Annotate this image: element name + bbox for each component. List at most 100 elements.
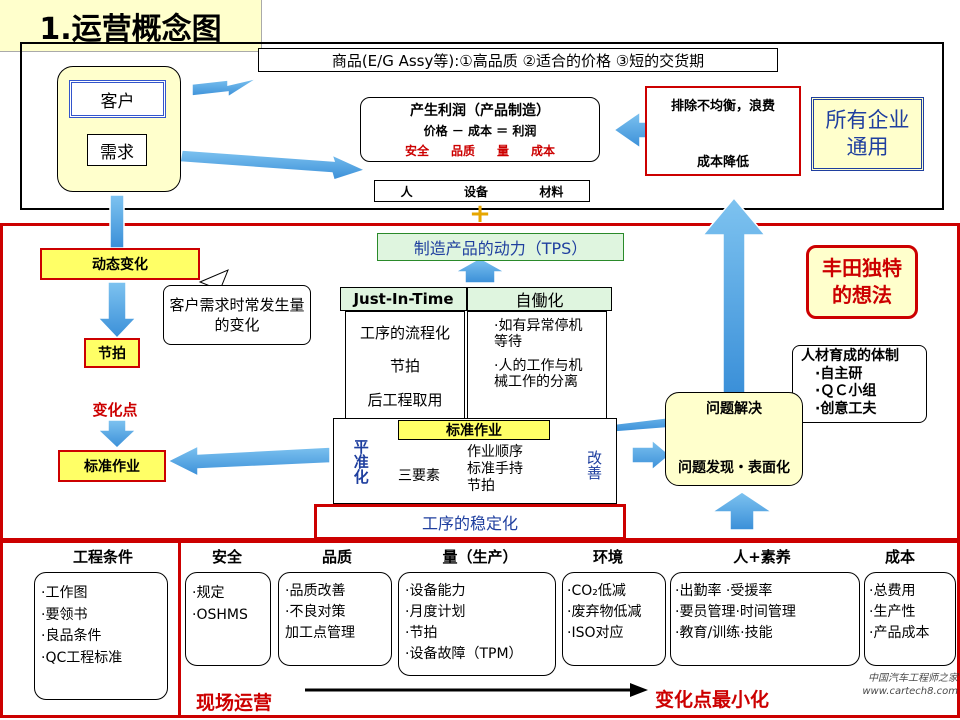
volume-item-capacity: ·设备能力	[405, 583, 466, 599]
all-companies: 所有企业通用	[811, 97, 924, 171]
hr-title: 人材育成的体制	[801, 348, 899, 364]
cost-item-total: ·总费用	[869, 583, 916, 599]
env-box: ·CO₂低减 ·废弃物低减 ·ISO对应	[562, 572, 666, 666]
quality-item-defect: ·不良对策	[285, 604, 346, 620]
imbalance-top: 排除不均衡，浪费	[670, 98, 775, 114]
jidoka-item-stop: ·如有异常停机等待	[494, 318, 583, 351]
footer-right: 变化点最小化	[655, 689, 770, 711]
bottom-frame	[0, 540, 960, 718]
eng-item-manual: ·要领书	[41, 606, 88, 623]
three-elements: 三要素	[398, 468, 440, 484]
footer-arrow-head	[630, 683, 648, 697]
element-sequence: 作业顺序	[467, 444, 523, 460]
eng-item-conditions: ·良品条件	[41, 628, 102, 645]
jit-item-flow: 工序的流程化	[359, 324, 450, 343]
resource-material: 材料	[539, 184, 564, 199]
people-item-staff: ·要员管理·时间管理	[675, 604, 796, 620]
volume-box: ·设备能力 ·月度计划 ·节拍 ·设备故障（TPM）	[398, 572, 556, 676]
profit-item-volume: 量	[497, 144, 510, 158]
profit-items: 安全 品质 量 成本	[405, 142, 555, 159]
element-wip: 标准手持	[467, 460, 523, 477]
hr-item-idea: ·创意工夫	[815, 400, 877, 417]
imbalance-block	[645, 86, 801, 176]
volume-item-takt: ·节拍	[405, 625, 438, 641]
arrow-to-problem	[631, 438, 672, 472]
profit-title: 产生利润（产品制造）	[410, 103, 550, 119]
safety-item-oshms: ·OSHMS	[192, 606, 248, 623]
people-box: ·出勤率 ·受援率 ·要员管理·时间管理 ·教育/训练·技能	[670, 572, 860, 666]
env-item-iso: ·ISO对应	[567, 625, 624, 641]
jit-header: Just-In-Time	[340, 287, 467, 311]
resource-people: 人	[400, 184, 413, 199]
std-block-header: 标准作业	[398, 420, 550, 440]
arrow-bottom-up	[709, 491, 775, 531]
plus-sign: +	[469, 199, 491, 229]
arrow-to-stdwork	[96, 419, 138, 450]
takt-box: 节拍	[84, 338, 140, 368]
people-title: 人+素养	[733, 547, 791, 566]
quality-title: 品质	[321, 547, 352, 566]
safety-box: ·规定 ·OSHMS	[185, 572, 271, 666]
engineering-box: ·工作图 ·要领书 ·良品条件 ·QC工程标准	[34, 572, 168, 700]
eng-item-qc: ·QC工程标准	[41, 650, 123, 667]
arrow-to-std-work	[166, 444, 331, 478]
change-point: 变化点	[92, 400, 138, 419]
safety-item-rules: ·规定	[192, 585, 225, 601]
cost-box: ·总费用 ·生产性 ·产品成本	[864, 572, 956, 666]
std-work-box: 标准作业	[58, 450, 166, 482]
footer-left: 现场运营	[196, 692, 273, 714]
page-title: 1.运营概念图	[39, 11, 222, 47]
arrow-right-up	[701, 196, 767, 396]
volume-item-tpm: ·设备故障（TPM）	[405, 646, 523, 662]
arrow-customer-down	[109, 194, 125, 249]
imbalance-bottom: 成本降低	[696, 154, 749, 170]
hr-box: 人材育成的体制 ·自主研 ·ＱＣ小组 ·创意工夫	[792, 345, 927, 423]
profit-block: 产生利润（产品制造） 价格 － 成本 ＝ 利润 安全 品质 量 成本	[360, 97, 600, 162]
bottom-divider	[178, 540, 181, 718]
quality-item-point: 加工点管理	[285, 625, 355, 641]
safety-title: 安全	[211, 547, 242, 566]
watermark: 中国汽车工程师之家 www.cartech8.com	[862, 673, 958, 697]
kaizen-label: 改善	[585, 450, 603, 480]
cost-title: 成本	[884, 547, 915, 566]
customer-label: 客户	[69, 80, 166, 118]
problem-solving: 问题解决	[706, 401, 762, 417]
profit-item-cost: 成本	[531, 144, 556, 158]
profit-formula: 价格 － 成本 ＝ 利润	[423, 124, 537, 138]
leveling-label: 平准化	[351, 438, 370, 484]
arrow-to-takt	[96, 281, 138, 340]
product-banner: 商品(E/G Assy等):①高品质 ②适合的价格 ③短的交货期	[258, 48, 778, 72]
process-stability: 工序的稳定化	[314, 504, 626, 540]
eng-item-drawing: ·工作图	[41, 585, 88, 601]
engineering-title: 工程条件	[72, 547, 133, 566]
jit-item-pull: 后工程取用	[367, 390, 443, 409]
volume-item-plan: ·月度计划	[405, 604, 466, 620]
people-item-training: ·教育/训练·技能	[675, 625, 773, 641]
cost-item-productivity: ·生产性	[869, 604, 916, 620]
need-label: 需求	[87, 134, 147, 166]
quality-item-improve: ·品质改善	[285, 583, 346, 599]
quality-box: ·品质改善 ·不良对策 加工点管理	[278, 572, 392, 666]
resources-row: 人 设备 材料	[374, 180, 590, 202]
arrow-to-profit	[179, 149, 368, 181]
jidoka-body: ·如有异常停机等待 ·人的工作与机械工作的分离	[467, 311, 607, 421]
volume-title: 量（生产）	[442, 547, 518, 566]
element-takt: 节拍	[467, 477, 495, 494]
profit-item-safety: 安全	[404, 144, 429, 158]
jit-body: 工序的流程化 节拍 后工程取用	[345, 311, 465, 421]
env-item-waste: ·废弃物低减	[567, 604, 642, 620]
arrow-to-banner	[191, 77, 259, 99]
profit-item-quality: 品质	[450, 144, 475, 158]
top-frame	[20, 42, 944, 210]
jidoka-item-separation: ·人的工作与机械工作的分离	[494, 358, 583, 391]
toyota-unique: 丰田独特的想法	[806, 245, 918, 319]
problem-box	[665, 392, 803, 486]
arrow-tps-up	[452, 257, 508, 284]
resource-equipment: 设备	[463, 184, 488, 199]
env-item-co2: ·CO₂低减	[567, 583, 626, 599]
dynamic-change: 动态变化	[40, 248, 200, 280]
demand-callout: 客户需求时常发生量的变化	[163, 285, 311, 345]
hr-item-qc: ·ＱＣ小组	[815, 383, 877, 399]
jit-item-takt: 节拍	[389, 357, 420, 376]
